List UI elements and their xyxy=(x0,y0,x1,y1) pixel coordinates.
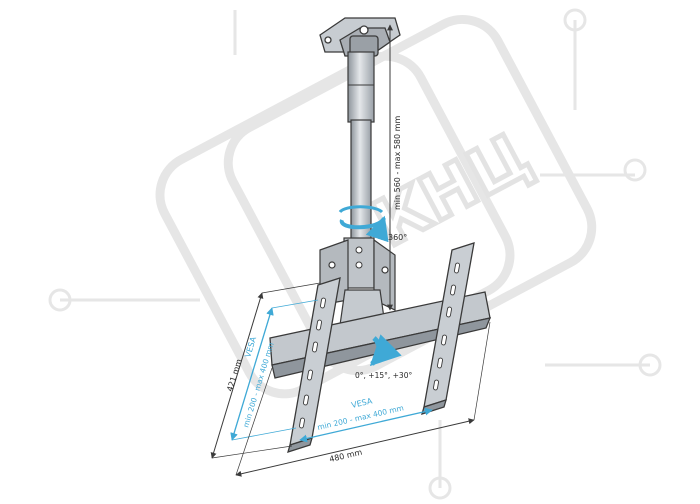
tilt-label: 0°, +15°, +30° xyxy=(355,371,412,380)
pole-length-label: min 560 - max 580 mm xyxy=(393,116,402,210)
ceiling-bracket xyxy=(319,17,401,57)
tilt-arrow xyxy=(369,334,402,367)
total-height-label: 421 mm xyxy=(225,358,243,393)
total-width-dimension xyxy=(235,321,491,477)
vesa-vertical-title: VESA xyxy=(243,335,258,358)
telescopic-pole xyxy=(343,51,375,289)
swivel-arrow xyxy=(338,205,389,243)
vesa-horizontal-title: VESA xyxy=(350,396,373,410)
swivel-label: 360° xyxy=(388,233,407,242)
